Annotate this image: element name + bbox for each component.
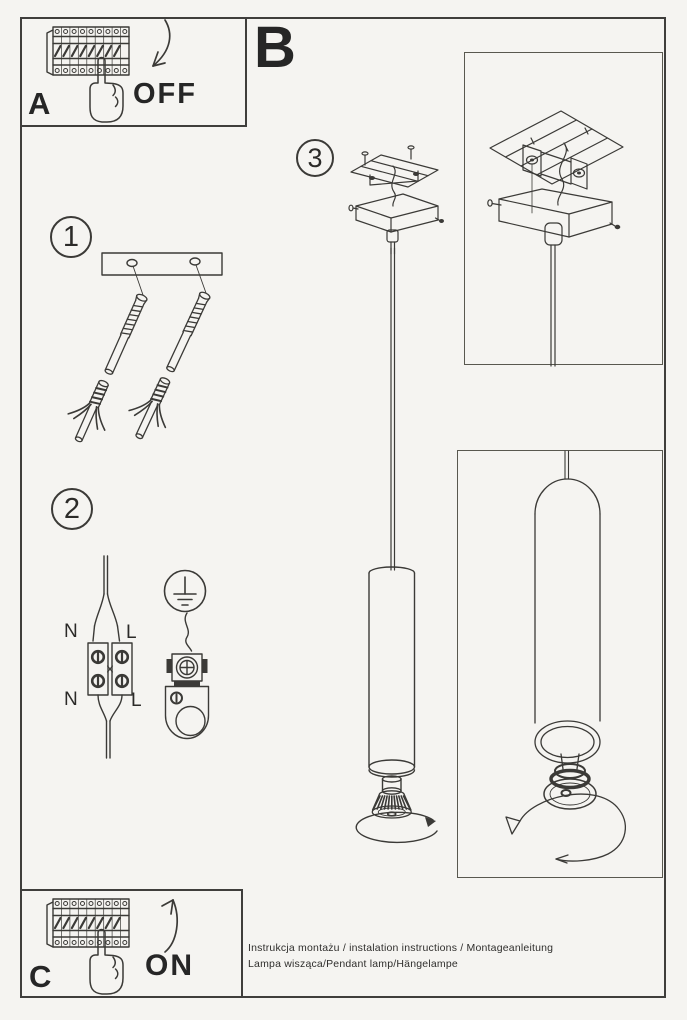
wall-plug-diagram <box>58 252 226 451</box>
gu10-bulb-large-icon <box>543 763 597 810</box>
wire-label-n-bottom: N <box>64 689 78 710</box>
rotation-arrow-icon <box>355 811 438 844</box>
terminal-screws <box>90 649 130 689</box>
step3-badge: 3 <box>296 139 334 177</box>
footer-line-1: Instrukcja montażu / instalation instruc… <box>248 942 554 954</box>
ceiling-bracket-diagram <box>348 145 444 255</box>
hand-press-icon <box>89 928 124 995</box>
wire-label-l-bottom: L <box>131 690 142 711</box>
on-label: ON <box>145 949 194 982</box>
ground-symbol-icon <box>163 569 207 613</box>
footer-text: Instrukcja montażu / instalation instruc… <box>248 941 658 972</box>
section-label-a: A <box>28 86 51 121</box>
breaker-box-c <box>20 889 243 998</box>
circuit-breaker-panel-icon <box>46 26 130 76</box>
wiring-diagram <box>87 555 210 759</box>
footer-line-2: Lampa wisząca/Pendant lamp/Hängelampe <box>248 957 458 970</box>
step2-badge: 2 <box>51 488 93 530</box>
arrow-up-icon <box>161 899 178 953</box>
step1-number: 1 <box>62 220 80 253</box>
section-label-b: B <box>254 15 296 80</box>
step1-badge: 1 <box>50 216 92 258</box>
step2-number: 2 <box>63 492 81 525</box>
hand-press-icon <box>89 56 124 123</box>
gu10-bulb-icon <box>371 790 412 819</box>
pendant-lamp-diagram <box>355 247 438 844</box>
canopy-detail-diagram <box>487 110 624 367</box>
arrow-down-icon <box>152 19 171 67</box>
page-frame <box>20 17 666 998</box>
rotation-arrow-large-icon <box>505 793 626 864</box>
lamp-detail-diagram <box>505 450 626 864</box>
circuit-breaker-panel-icon <box>46 898 130 948</box>
detail-box-canopy <box>464 52 663 367</box>
step3-number: 3 <box>307 142 323 173</box>
ground-terminal <box>164 612 210 740</box>
detail-box-lamp <box>457 450 663 878</box>
off-label: OFF <box>133 78 197 110</box>
section-label-c: C <box>29 959 52 994</box>
wire-label-n-top: N <box>64 621 78 642</box>
wire-label-l-top: L <box>126 622 137 643</box>
